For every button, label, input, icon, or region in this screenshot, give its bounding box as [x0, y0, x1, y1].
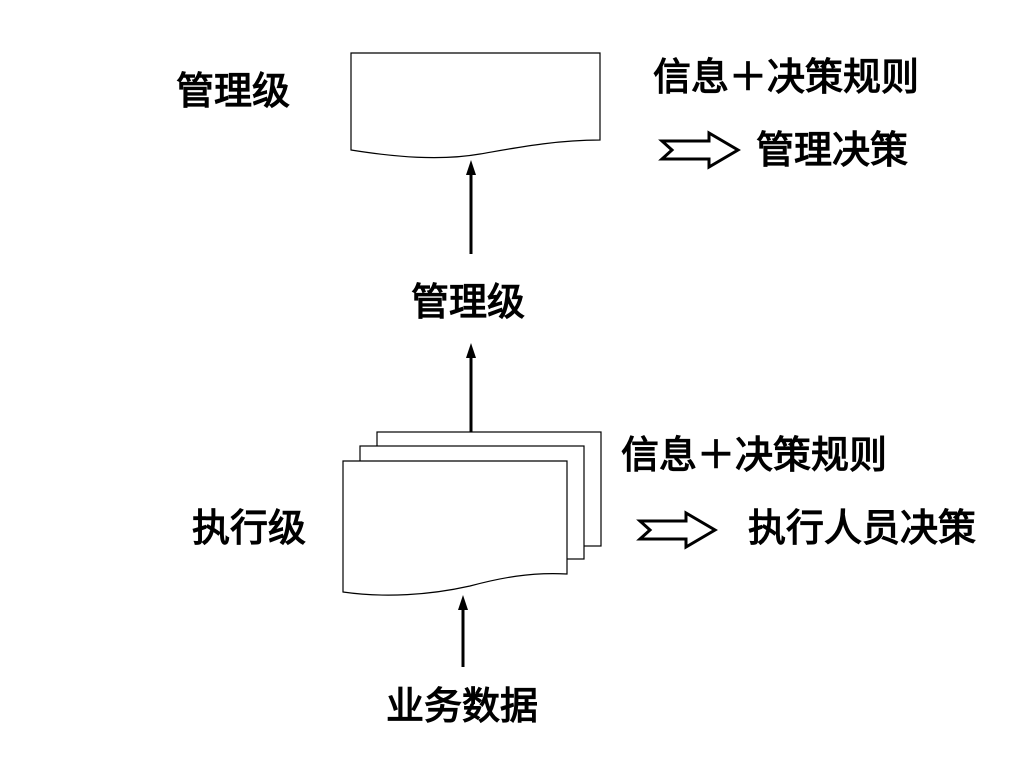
execution-multi-document-icon [342, 431, 602, 596]
management-decision-label: 管理决策 [756, 128, 909, 172]
flow-up-arrow-icon [458, 595, 468, 667]
management-info-rule-label: 信息＋决策规则 [653, 55, 920, 99]
flow-up-arrow-icon [466, 160, 476, 254]
execution-info-rule-label: 信息＋决策规则 [621, 433, 888, 477]
flow-up-arrow-icon [466, 343, 476, 432]
middle-management-level-label: 管理级 [411, 280, 526, 324]
execution-decision-label: 执行人员决策 [748, 506, 977, 550]
management-level-label: 管理级 [176, 69, 291, 113]
decision-hollow-arrow-icon [658, 130, 741, 170]
management-document-icon [350, 52, 601, 159]
business-data-label: 业务数据 [386, 684, 539, 728]
execution-level-label: 执行级 [192, 506, 307, 550]
decision-hollow-arrow-icon [636, 510, 718, 550]
